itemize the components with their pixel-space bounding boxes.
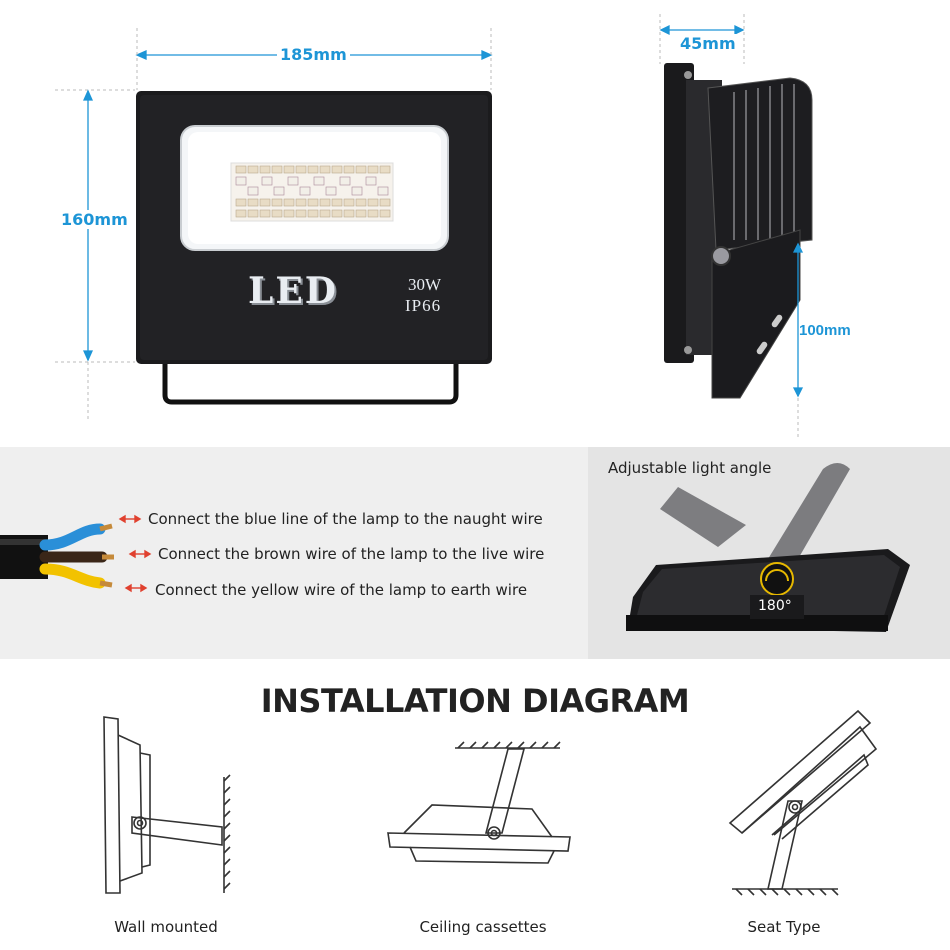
product-dimension-views bbox=[55, 14, 813, 440]
lamp-side-view bbox=[664, 63, 813, 399]
caption-ceiling-cassettes: Ceiling cassettes bbox=[419, 918, 547, 936]
bracket-length-label: 100mm bbox=[799, 322, 851, 339]
bracket-dimension-line bbox=[792, 242, 804, 398]
installation-diagrams bbox=[103, 709, 878, 896]
ip-rating: IP66 bbox=[405, 296, 442, 315]
wall-mount-diagram bbox=[103, 716, 231, 894]
caption-wall-mounted: Wall mounted bbox=[114, 918, 218, 936]
angle-illustration bbox=[626, 463, 910, 632]
depth-dimension-line bbox=[659, 24, 745, 36]
wire-instruction-blue: Connect the blue line of the lamp to the… bbox=[148, 510, 543, 528]
angle-title: Adjustable light angle bbox=[608, 459, 772, 477]
installation-title: INSTALLATION DIAGRAM bbox=[260, 682, 690, 720]
wire-instruction-brown: Connect the brown wire of the lamp to th… bbox=[158, 545, 545, 563]
wire-instruction-yellow: Connect the yellow wire of the lamp to e… bbox=[155, 581, 528, 599]
lamp-front-view bbox=[136, 91, 492, 405]
width-label: 185mm bbox=[277, 45, 350, 64]
caption-seat-type: Seat Type bbox=[747, 918, 821, 936]
angle-degrees: 180° bbox=[758, 598, 792, 614]
height-label: 160mm bbox=[58, 210, 131, 229]
depth-label: 45mm bbox=[677, 34, 739, 53]
power-rating: 30W bbox=[408, 275, 442, 294]
seat-mount-diagram bbox=[728, 709, 878, 896]
cable-illustration bbox=[0, 514, 152, 593]
led-logo-text: LED bbox=[248, 270, 338, 312]
ceiling-mount-diagram bbox=[387, 741, 571, 864]
